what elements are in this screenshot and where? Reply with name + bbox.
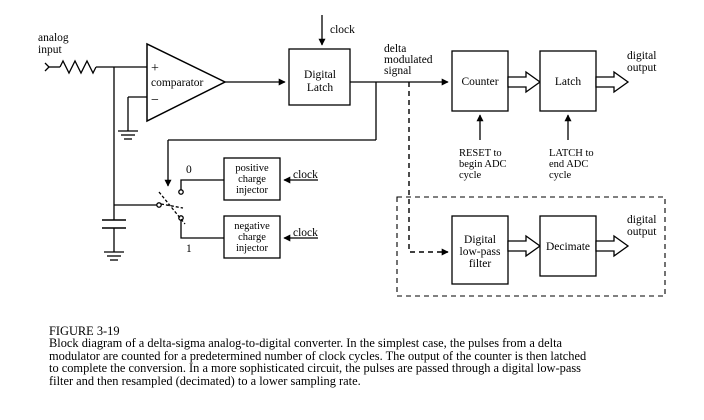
caption-line: Block diagram of a delta-sigma analog-to… xyxy=(49,336,563,351)
positive-charge-injector xyxy=(223,157,281,201)
comparator-triangle xyxy=(146,42,227,123)
svg-text:charge: charge xyxy=(238,174,266,185)
digital-latch-label: Latch xyxy=(307,82,333,94)
svg-text:begin ADC: begin ADC xyxy=(459,159,507,170)
svg-text:digital: digital xyxy=(627,214,656,226)
svg-text:negative: negative xyxy=(234,221,270,232)
svg-text:injector: injector xyxy=(236,185,269,196)
figure-caption: FIGURE 3-19 Block diagram of a delta-sig… xyxy=(49,325,689,387)
switch-label-1: 1 xyxy=(186,243,192,255)
positive-clock-label: clock xyxy=(293,169,318,181)
digital-latch-label: Digital xyxy=(304,69,336,81)
analog-input-label: analog input xyxy=(38,32,69,56)
svg-text:cycle: cycle xyxy=(459,170,481,181)
caption-line: modulator are counted for a predetermine… xyxy=(49,348,587,363)
svg-text:cycle: cycle xyxy=(549,170,571,181)
svg-text:end ADC: end ADC xyxy=(549,159,588,170)
switch-label-0: 0 xyxy=(186,164,192,176)
svg-text:input: input xyxy=(38,44,62,56)
svg-text:output: output xyxy=(627,62,657,74)
svg-text:delta: delta xyxy=(384,43,406,55)
svg-text:digital: digital xyxy=(627,50,656,62)
svg-text:filter: filter xyxy=(469,258,492,270)
decimate-label: Decimate xyxy=(546,241,590,253)
latch-note: LATCH to end ADC cycle xyxy=(549,148,594,181)
reset-note: RESET to begin ADC cycle xyxy=(459,148,507,181)
svg-text:Digital: Digital xyxy=(464,234,496,246)
svg-text:LATCH to: LATCH to xyxy=(549,148,594,159)
svg-text:RESET to: RESET to xyxy=(459,148,502,159)
svg-text:low-pass: low-pass xyxy=(460,246,501,258)
comparator-label: comparator xyxy=(151,77,204,89)
ground-symbol xyxy=(104,251,124,261)
input-terminal xyxy=(44,62,50,72)
caption-line: filter and then resampled (decimated) to… xyxy=(49,373,361,388)
svg-text:output: output xyxy=(627,226,657,238)
counter-label: Counter xyxy=(461,76,498,88)
ground-symbol xyxy=(118,130,138,140)
figure-title: FIGURE 3-19 xyxy=(49,324,120,338)
input-resistor xyxy=(59,59,97,75)
negative-clock-label: clock xyxy=(293,227,318,239)
switch xyxy=(156,189,186,225)
svg-text:signal: signal xyxy=(384,65,411,77)
delta-signal-label: delta modulated signal xyxy=(384,43,433,77)
negative-charge-injector xyxy=(223,215,281,259)
digital-output-label-2: digital output xyxy=(627,214,657,238)
svg-text:charge: charge xyxy=(238,232,266,243)
hollow-arrow-output-2 xyxy=(595,234,630,258)
integrator-capacitor xyxy=(102,219,126,229)
optional-filter-region xyxy=(396,196,666,297)
digital-output-label: digital output xyxy=(627,50,657,74)
caption-line: to complete the conversion. In a more so… xyxy=(49,361,581,376)
hollow-arrow-counter-latch xyxy=(507,70,542,94)
latch-clock-label: clock xyxy=(330,24,355,36)
svg-text:modulated: modulated xyxy=(384,54,433,66)
counter-block xyxy=(451,50,509,112)
svg-text:injector: injector xyxy=(236,243,269,254)
digital-latch-block xyxy=(288,48,351,106)
hollow-arrow-filter-decimate xyxy=(507,234,542,258)
svg-text:positive: positive xyxy=(235,163,269,174)
hollow-arrow-output xyxy=(595,70,630,94)
latch-label: Latch xyxy=(555,76,581,88)
delta-sigma-block-diagram: analog input + comparator − Digital Latc… xyxy=(38,15,666,297)
svg-text:analog: analog xyxy=(38,32,69,44)
comparator-minus: − xyxy=(151,93,159,108)
comparator-plus: + xyxy=(151,61,159,76)
decimate-block xyxy=(539,215,597,277)
